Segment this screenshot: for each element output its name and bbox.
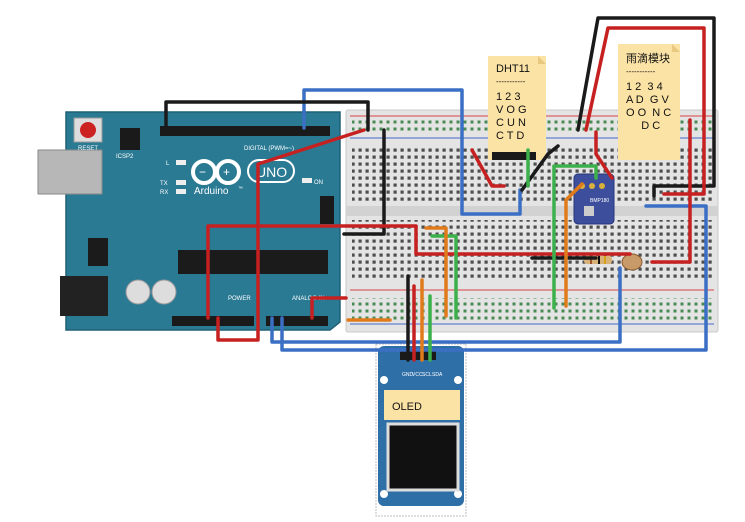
dht11-sensor-body (492, 152, 536, 160)
reset-button[interactable] (80, 122, 96, 138)
wire-red-dht11-vcc (470, 148, 506, 188)
wire-red-5v (216, 128, 366, 342)
dht11-row-1: 1 2 3 (496, 91, 520, 103)
arduino-logo-text: Arduino (194, 186, 229, 197)
oled-pin-scl: SCL (422, 372, 432, 378)
icsp-label: ICSP2 (116, 154, 134, 160)
dht11-title: DHT11 (496, 63, 530, 75)
dht11-row-4: C T D (496, 130, 524, 142)
oled-title: OLED (392, 401, 422, 413)
photoresistor (621, 253, 643, 271)
dht11-row-3: C U N (496, 117, 526, 129)
digital-label: DIGITAL (PWM=~) (244, 146, 294, 152)
power-label: POWER (228, 296, 251, 302)
wire-black-rain-gnd (576, 16, 716, 198)
wire-black-mid (520, 144, 560, 192)
arduino-logo: − + (191, 159, 241, 185)
rain-row-3: O O N C (626, 107, 671, 119)
rain-row-2: A D G V (626, 94, 669, 106)
wire-black-dht11-gnd (342, 128, 386, 236)
wire-black-gnd-top (164, 100, 370, 132)
atmega-chip (178, 250, 328, 274)
wire-blue-digital-top (302, 88, 522, 216)
tx-led-label: TX (160, 181, 168, 187)
power-jack (60, 276, 108, 316)
reset-label: RESET (78, 146, 98, 152)
bmp180-module: BMP180 (573, 173, 615, 225)
wire-orange-bmp (564, 182, 584, 308)
wire-green-sda (430, 234, 458, 320)
wire-blue-analog (280, 204, 708, 352)
wire-red-power-rail (206, 224, 418, 320)
digital-header (160, 126, 330, 136)
dht11-divider: ----------- (496, 77, 526, 86)
power-header (172, 316, 254, 326)
wire-green-bmp (552, 164, 598, 310)
wire-red-right (650, 118, 692, 264)
arduino-uno-board: RESET ICSP2 DIGITAL (PWM=~) − + Arduino … (37, 111, 341, 331)
rain-divider: ----------- (626, 67, 656, 76)
wire-orange-scl (424, 226, 448, 318)
on-led-label: ON (314, 180, 323, 186)
trademark: ™ (238, 186, 243, 192)
wire-red-bmp (594, 130, 614, 180)
svg-text:−: − (199, 165, 206, 179)
rain-module-note: 雨滴模块 ----------- 1 2 3 4 A D G V O O N C… (618, 44, 680, 160)
wire-red-analog (310, 296, 348, 320)
oled-pin-gnd: GND (402, 372, 414, 378)
dht11-row-2: V O G (496, 104, 527, 116)
dht11-note: DHT11 ----------- 1 2 3 V O G C U N C T … (488, 56, 546, 160)
analog-label: ANALOG IN (292, 296, 325, 302)
wire-blue-analog-2 (270, 266, 622, 344)
rain-row-4: D C (626, 120, 660, 132)
oled-module: OLED GND VCC SCL SDA (375, 343, 467, 517)
analog-header (266, 316, 328, 326)
rain-title: 雨滴模块 (626, 51, 670, 65)
bmp180-label: BMP180 (590, 198, 609, 204)
rain-row-1: 1 2 3 4 (626, 81, 663, 93)
rx-led-label: RX (160, 190, 168, 196)
l-led-label: L (166, 161, 170, 167)
usb-port (37, 149, 103, 195)
svg-text:+: + (223, 165, 230, 179)
wire-red-lower (414, 238, 632, 256)
oled-screen (386, 422, 460, 492)
oled-pin-vcc: VCC (412, 372, 423, 378)
uno-label: UNO (256, 164, 287, 180)
oled-pin-sda: SDA (432, 372, 443, 378)
